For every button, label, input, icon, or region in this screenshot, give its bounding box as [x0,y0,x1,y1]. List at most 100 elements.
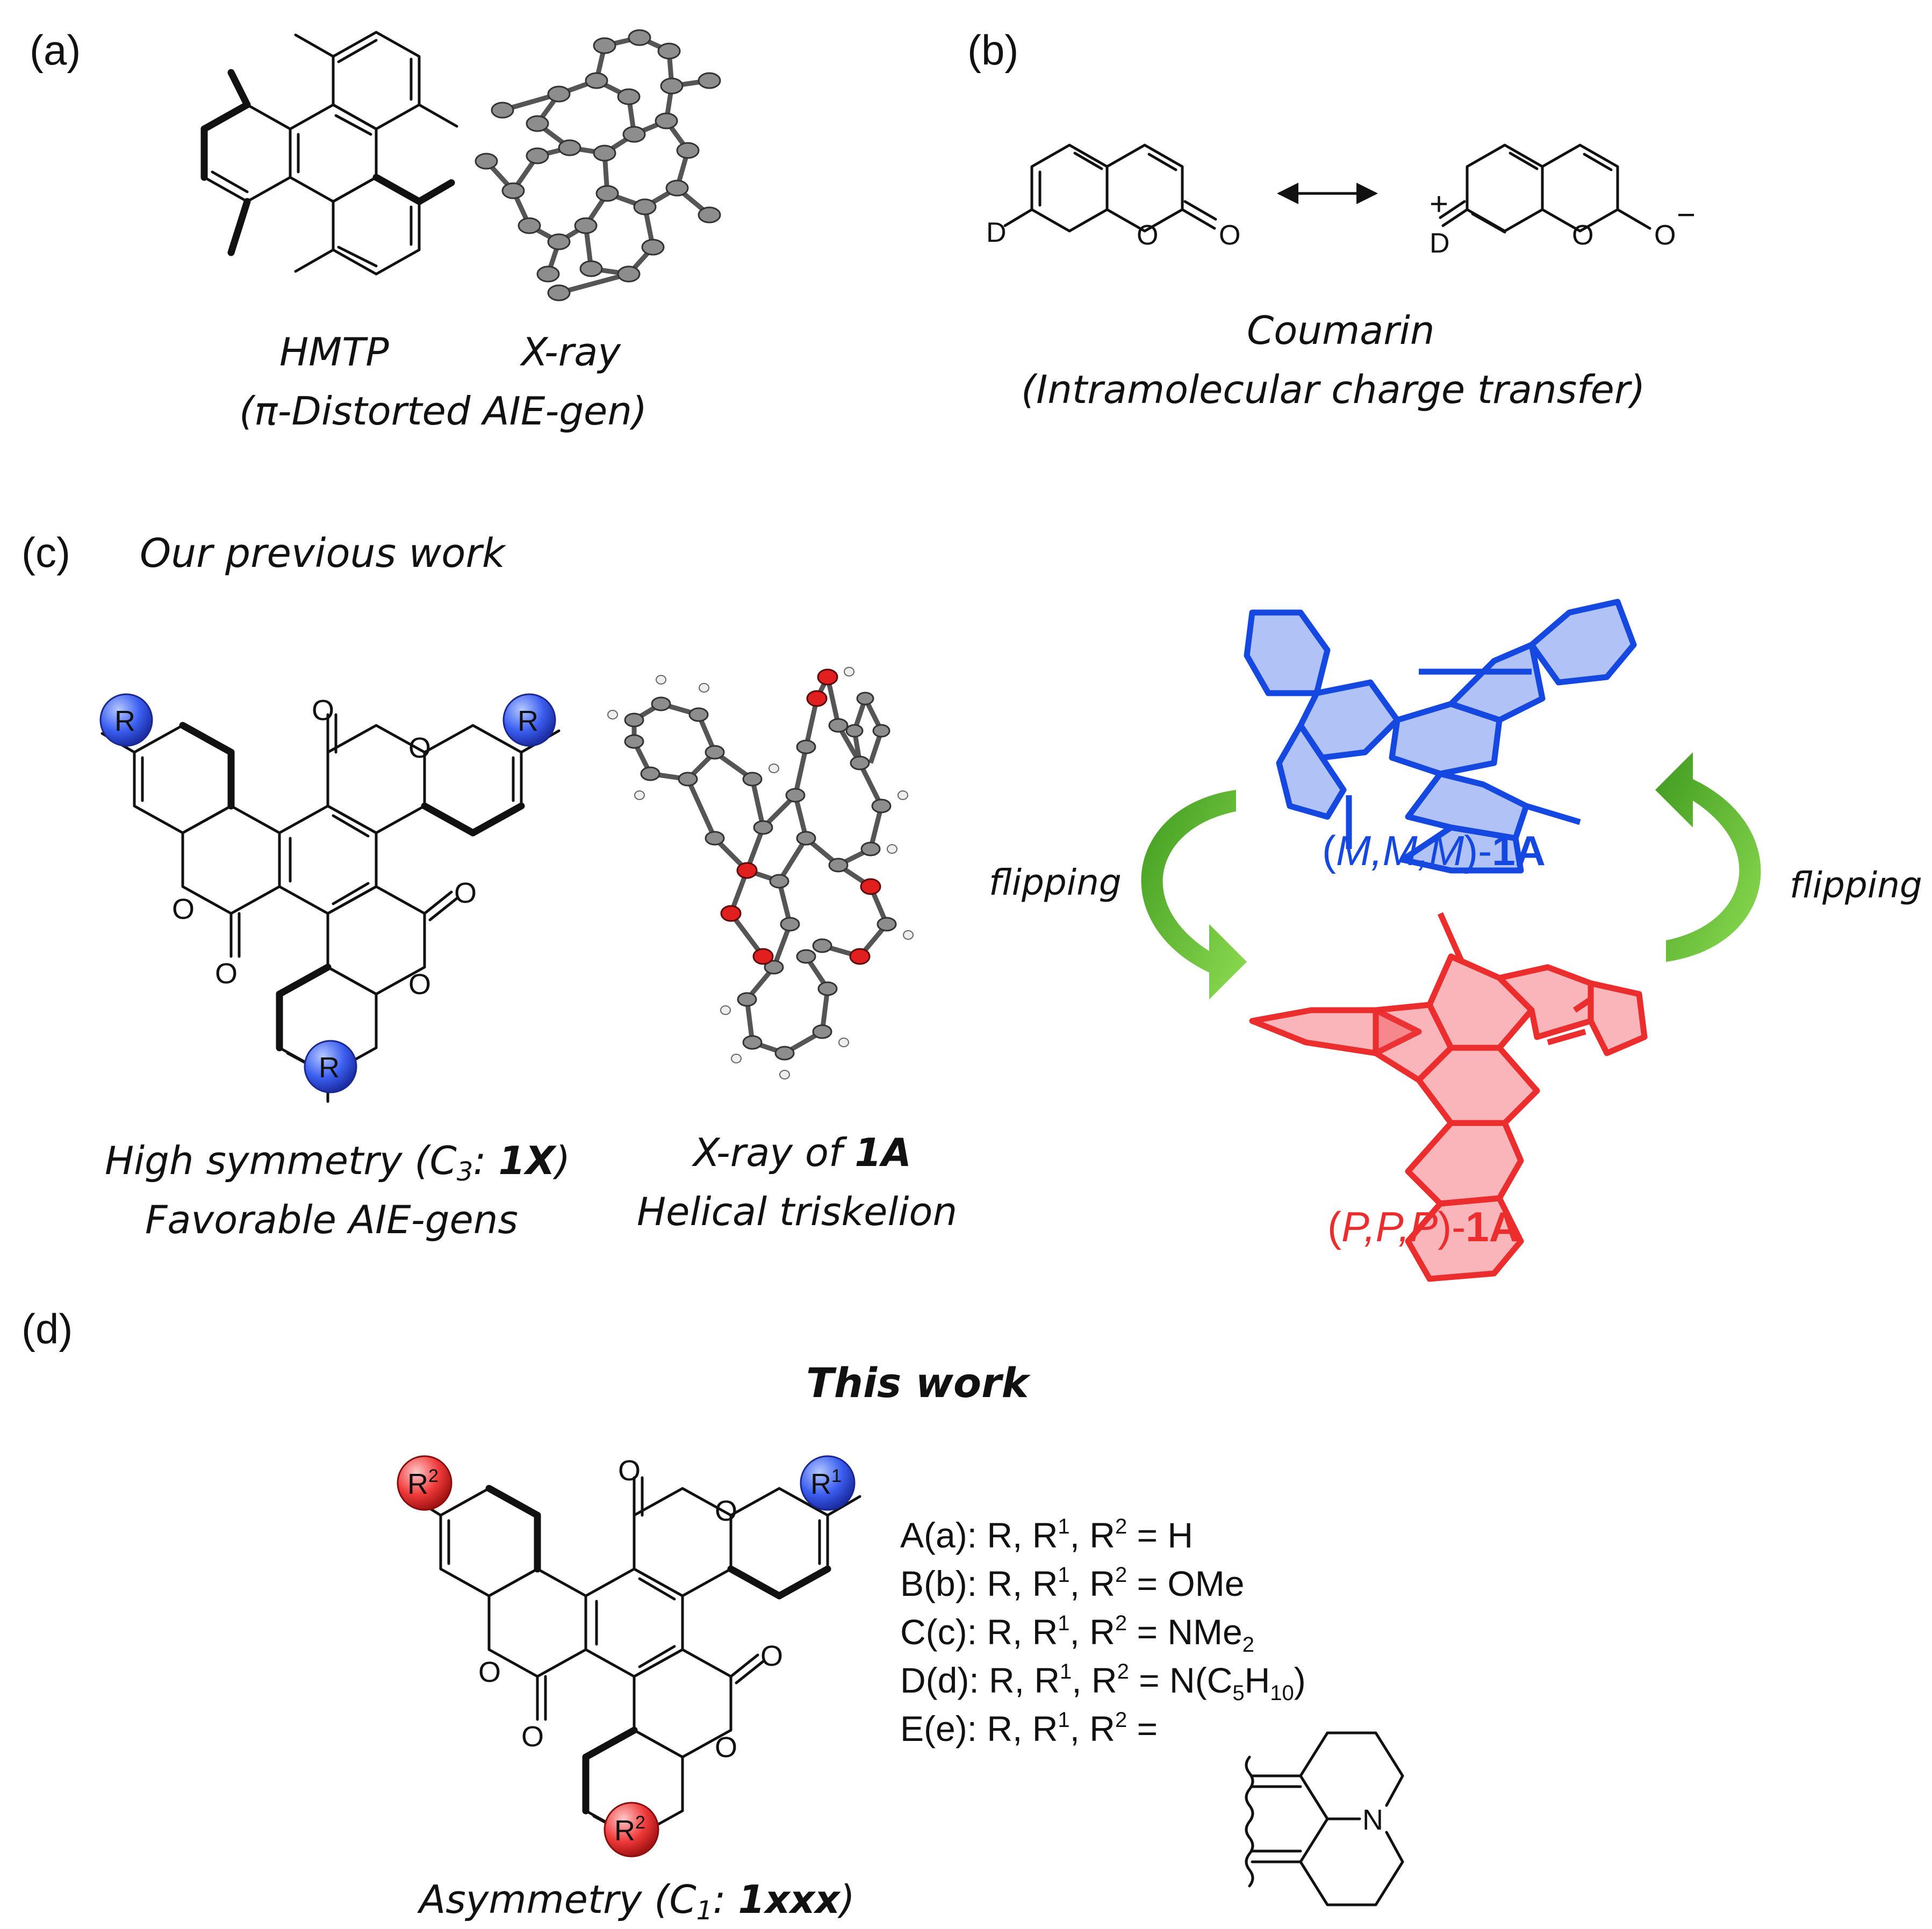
entry-a-mid: , R [1070,1515,1115,1555]
r-group-label-3: R [319,1052,340,1084]
panel-b: (b) D O O + D O [967,26,1696,412]
c3-triskelion-structure: O O O O O O R R R [99,693,561,1103]
entry-e: E(e): R, R1, R2 = [900,1708,1158,1748]
entry-e-key: E(e): R, R [900,1709,1058,1748]
coumarin-zwitterion: + D O O − [1430,143,1696,259]
c1-o-atom-1b: O [618,1455,641,1487]
ppp-configuration: P,P,P [1341,1203,1438,1250]
julolidine-structure: N [1245,1731,1404,1906]
helical-triskelion-caption: Helical triskelion [637,1189,957,1234]
panel-b-label: (b) [967,26,1018,74]
entry-b-key: B(b): R, R [900,1564,1058,1603]
r-group-label-2: R [518,705,538,737]
zwitterion-d-atom: D [1430,228,1450,259]
entry-d-sup2: 2 [1117,1660,1129,1683]
panel-d-label: (d) [21,1305,73,1352]
panel-d: (d) This work [21,1305,1404,1926]
zwitterion-ring-o-atom: O [1572,220,1593,251]
c1-o-atom-2: O [715,1495,737,1527]
c3-o-atom-3: O [215,958,238,990]
flipping-label-left: flipping [989,862,1122,903]
r-group-label-1: R [114,705,135,737]
r1-label: R1 [810,1466,842,1500]
ppp-close-paren: )- [1438,1203,1466,1250]
r1-letter: R [810,1468,831,1500]
xray-1a-compound: 1A [854,1130,911,1175]
mmm-open-paren: ( [1322,827,1336,874]
favorable-aie-caption: Favorable AIE-gens [145,1197,518,1242]
c1-o-atom-4: O [478,1656,501,1688]
flipping-arrow-left [1141,790,1247,999]
c1-subscript: 1 [696,1896,713,1926]
entry-c-val: = NMe [1127,1612,1242,1652]
flipping-label-right: flipping [1790,865,1922,906]
entry-c-mid: , R [1070,1612,1115,1652]
entry-b: B(b): R, R1, R2 = OMe [900,1563,1244,1603]
asymmetry-colon: : [713,1877,738,1922]
c1-structure: N O O O O O O R2 R1 R2 [397,1455,861,1858]
r2-label-1: R2 [407,1466,439,1500]
coumarin-neutral: D O O [986,143,1240,251]
entry-c-key: C(c): R, R [900,1612,1058,1652]
c3-o-atom-2: O [408,732,431,764]
c3-o-atom-1: O [312,694,334,726]
mmm-close-paren: )- [1464,827,1492,874]
panel-a-label: (a) [30,26,81,74]
zwitterion-plus-sign: + [1430,186,1448,222]
coumarin-caption: Coumarin [1247,308,1434,353]
r-group-sphere-3 [304,1040,357,1093]
compound-1xxx-label: 1xxx [738,1877,841,1922]
r2-sup-2: 2 [635,1812,645,1833]
coumarin-carbonyl-o-atom: O [1219,220,1240,251]
zwitterion-minus-sign: − [1677,197,1696,233]
entry-b-val: = OMe [1127,1564,1244,1603]
entry-b-sup1: 1 [1058,1563,1069,1587]
entry-e-mid: , R [1070,1709,1115,1748]
c3-o-atom-5: O [454,877,477,909]
xray-1a-structure [607,667,914,1079]
hmtp-structure [200,31,458,276]
xray-caption: X-ray [519,329,621,375]
panel-a: (a) [30,26,721,434]
r2-sphere-1 [397,1455,453,1511]
xray-1a-caption: X-ray of 1A [691,1130,911,1175]
entry-d-sub: 5 [1232,1681,1244,1705]
entry-d-val: = N(C [1129,1660,1233,1700]
entry-d-sub2: 10 [1270,1681,1294,1705]
zwitterion-o-atom: O [1654,220,1676,251]
hmtp-caption: HMTP [279,329,389,375]
high-symmetry-colon: : [473,1138,498,1183]
c3-o-atom-4: O [172,893,195,925]
this-work-heading: This work [806,1359,1031,1407]
entry-d-tail: H [1245,1660,1270,1700]
r-group-sphere-2 [502,693,556,747]
ppp-compound: 1A [1466,1203,1519,1250]
asymmetry-caption: Asymmetry (C1: 1xxx) [417,1877,855,1926]
c1-o-atom-3: O [521,1721,544,1753]
panel-c-label: (c) [21,529,70,576]
r2-label-2: R2 [614,1812,645,1847]
entry-c: C(c): R, R1, R2 = NMe2 [900,1611,1254,1657]
compound-1x-label: 1X [498,1138,557,1183]
entry-d-sup1: 1 [1060,1660,1072,1683]
r2-letter-1: R [407,1468,428,1500]
ppp-label: (P,P,P)-1A [1327,1203,1519,1250]
high-symmetry-close: ) [552,1138,570,1183]
entry-d-key: D(d): R, R [900,1660,1060,1700]
entry-d-tail2: ) [1294,1660,1306,1700]
c3-o-atom-6: O [408,968,431,1001]
aie-gen-caption: (π-Distorted AIE-gen) [239,388,647,434]
entry-c-sub: 2 [1242,1633,1254,1657]
entry-b-sup2: 2 [1115,1563,1127,1587]
r-group-sphere-1 [99,693,153,747]
entry-d-mid: , R [1072,1660,1117,1700]
r1-sup: 1 [831,1466,842,1486]
ict-caption: (Intramolecular charge transfer) [1021,367,1646,412]
mmm-label: (M,M,M)-1A [1322,827,1546,874]
asymmetry-close: ) [837,1877,855,1922]
r2-letter-2: R [614,1815,635,1847]
r2-sphere-2 [604,1802,659,1858]
entry-e-sup1: 1 [1058,1708,1069,1732]
entry-a-sup2: 2 [1115,1515,1127,1538]
entry-b-mid: , R [1070,1564,1115,1603]
